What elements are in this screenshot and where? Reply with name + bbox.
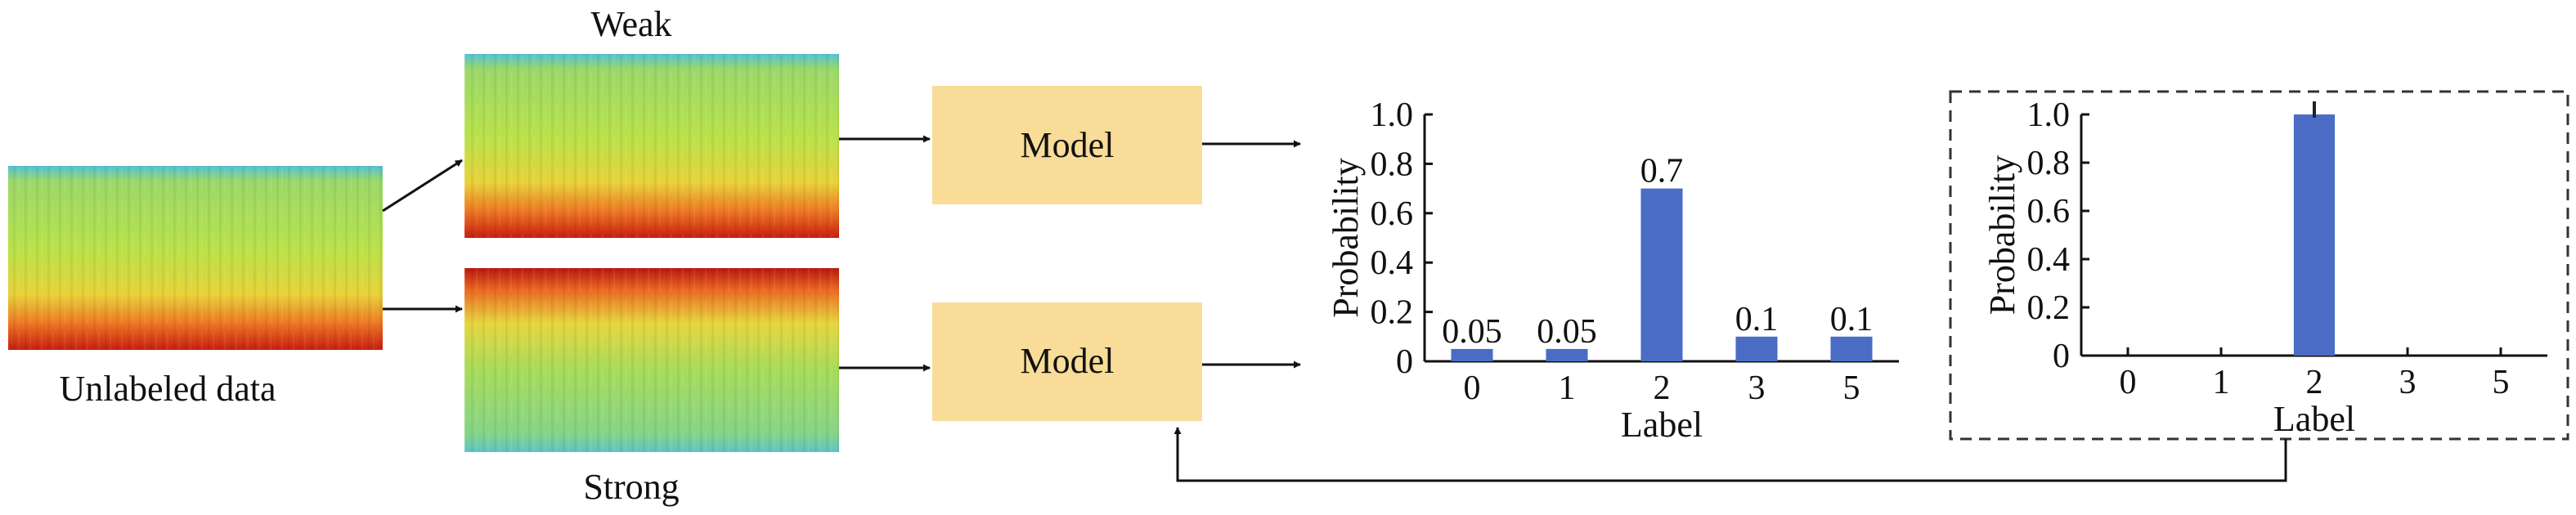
x-tick-label: 2 bbox=[1654, 369, 1671, 407]
bar-1 bbox=[1546, 348, 1588, 361]
data-label: 0.7 bbox=[1640, 153, 1684, 190]
x-tick-label: 1 bbox=[2213, 364, 2230, 401]
y-tick-label: 0.4 bbox=[2027, 241, 2071, 279]
data-label: 0.05 bbox=[1442, 313, 1502, 351]
feedback-arrow bbox=[1174, 427, 2287, 482]
unlabeled-data-label: Unlabeled data bbox=[59, 369, 276, 409]
data-label: 0.05 bbox=[1537, 313, 1597, 351]
x-tick-label: 5 bbox=[2493, 364, 2510, 401]
model-top-label: Model bbox=[1021, 125, 1115, 165]
arrow-to-weak bbox=[382, 159, 463, 213]
y-tick-label: 0.6 bbox=[1371, 195, 1414, 233]
y-tick-label: 0 bbox=[2053, 338, 2070, 375]
y-tick-label: 1.0 bbox=[1371, 96, 1414, 134]
x-tick-label: 1 bbox=[1559, 369, 1576, 407]
pseudo-label-frame bbox=[1949, 90, 2569, 441]
bar-0 bbox=[1451, 348, 1493, 361]
strong-label: Strong bbox=[583, 467, 679, 507]
y-tick-label: 0.2 bbox=[2027, 289, 2071, 327]
bar-2 bbox=[2293, 114, 2336, 356]
data-label: 0.1 bbox=[1830, 301, 1874, 338]
x-tick-label: 0 bbox=[1464, 369, 1481, 407]
x-tick-label: 0 bbox=[2120, 364, 2137, 401]
probability-chart-weak: 0 0.2 0.4 0.6 0.8 1.0 0 0.05 1 0.05 2 0.7 3 0.1 5 0.1La… bbox=[1326, 96, 1899, 445]
x-tick-label: 2 bbox=[2306, 364, 2323, 401]
data-label: 0.1 bbox=[1735, 301, 1779, 338]
weak-spectrogram bbox=[464, 54, 839, 238]
y-axis-label: Probability bbox=[1326, 158, 1366, 318]
unlabeled-spectrogram bbox=[8, 166, 383, 350]
bar-2 bbox=[1640, 188, 1683, 361]
x-tick-label: 3 bbox=[1748, 369, 1766, 407]
y-tick-label: 0.4 bbox=[1371, 244, 1414, 282]
strong-spectrogram bbox=[464, 268, 839, 452]
model-box-bottom: Model bbox=[932, 302, 1202, 421]
y-tick-label: 0.2 bbox=[1371, 294, 1414, 332]
model-box-top: Model bbox=[932, 86, 1202, 204]
weak-label: Weak bbox=[590, 4, 671, 44]
x-tick-label: 3 bbox=[2399, 364, 2417, 401]
x-axis-label: Label bbox=[2273, 399, 2355, 439]
bar-3 bbox=[1735, 336, 1778, 361]
x-axis-label: Label bbox=[1621, 405, 1703, 445]
y-tick-label: 1.0 bbox=[2027, 96, 2071, 134]
y-tick-label: 0.6 bbox=[2027, 193, 2071, 231]
bar-5 bbox=[1830, 336, 1873, 361]
y-tick-label: 0.8 bbox=[1371, 146, 1414, 183]
y-axis-label: Probability bbox=[1982, 155, 2022, 316]
model-bottom-label: Model bbox=[1021, 341, 1115, 381]
model-bottom-fill bbox=[932, 302, 1202, 421]
y-tick-label: 0 bbox=[1396, 343, 1413, 381]
model-top-fill bbox=[932, 86, 1202, 204]
x-tick-label: 5 bbox=[1843, 369, 1860, 407]
y-tick-label: 0.8 bbox=[2027, 145, 2071, 182]
